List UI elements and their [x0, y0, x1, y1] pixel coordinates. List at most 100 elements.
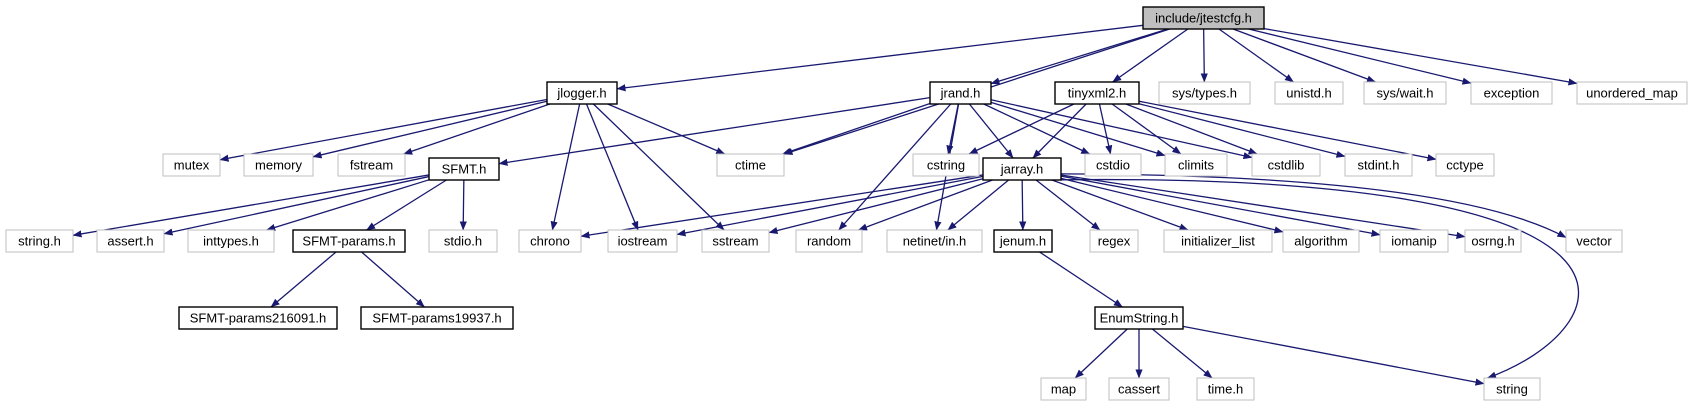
node-box-sfmt19937	[360, 306, 514, 330]
node-label-sfmtparams: SFMT-params.h	[302, 234, 395, 249]
edge-jlogger-to-ctime	[607, 103, 726, 155]
edge-jrand-to-climits	[990, 101, 1166, 157]
edge-tinyxml2-to-cctype	[1138, 100, 1437, 162]
node-box-unistd	[1274, 81, 1344, 105]
node-label-random: random	[807, 234, 851, 249]
node-label-cctype: cctype	[1446, 158, 1484, 173]
node-box-cctype	[1435, 153, 1495, 177]
nodes-layer: include/jtestcfg.h jlogger.h jrand.h tinyxm…	[5, 6, 1688, 401]
node-map: map	[1040, 377, 1087, 401]
edge-jarray-to-vector	[1060, 173, 1567, 239]
edges-layer	[72, 24, 1580, 386]
node-cassert: cassert	[1108, 377, 1170, 401]
node-systypes: sys/types.h	[1158, 81, 1251, 105]
edge-jarray-to-regex	[1035, 179, 1101, 231]
edge-jlogger-to-sstream	[592, 103, 725, 231]
node-box-syswait	[1363, 81, 1447, 105]
node-cctype: cctype	[1435, 153, 1495, 177]
node-label-vector: vector	[1576, 234, 1612, 249]
node-box-tinyxml2	[1054, 81, 1140, 105]
node-box-jtestcfg	[1142, 6, 1265, 30]
node-box-sfmt216091	[178, 306, 338, 330]
node-box-climits	[1164, 153, 1228, 177]
node-sfmt19937[interactable]: SFMT-params19937.h	[360, 306, 514, 330]
node-label-string: string	[1496, 382, 1528, 397]
node-label-timeh: time.h	[1208, 382, 1243, 397]
node-label-iomanip: iomanip	[1391, 234, 1437, 249]
node-timeh: time.h	[1196, 377, 1255, 401]
node-box-sfmt	[428, 157, 500, 181]
node-jlogger[interactable]: jlogger.h	[546, 81, 618, 105]
node-jenum[interactable]: jenum.h	[993, 229, 1053, 253]
node-label-regex: regex	[1098, 234, 1131, 249]
node-box-ctime	[716, 153, 785, 177]
edge-jrand-to-cstdlib	[990, 99, 1253, 160]
edge-jtestcfg-to-unistd	[1218, 28, 1294, 83]
node-label-unistd: unistd.h	[1286, 86, 1332, 101]
node-sfmt216091[interactable]: SFMT-params216091.h	[178, 306, 338, 330]
edge-jtestcfg-to-syswait	[1232, 28, 1376, 83]
edge-tinyxml2-to-jarray	[1032, 103, 1087, 159]
node-syswait: sys/wait.h	[1363, 81, 1447, 105]
node-sfmt[interactable]: SFMT.h	[428, 157, 500, 181]
edge-jlogger-to-fstream	[403, 103, 551, 155]
node-label-memory: memory	[255, 158, 302, 173]
node-tinyxml2[interactable]: tinyxml2.h	[1054, 81, 1140, 105]
node-box-algorithm	[1282, 229, 1360, 253]
edge-jtestcfg-to-tinyxml2	[1112, 28, 1189, 83]
node-label-jenum: jenum.h	[999, 234, 1046, 249]
edge-sfmt-to-stringh	[72, 174, 430, 238]
node-box-enumstring	[1094, 306, 1184, 330]
edge-jenum-to-enumstring	[1039, 251, 1123, 308]
edge-jlogger-to-chrono	[550, 103, 581, 231]
node-box-jrand	[929, 81, 992, 105]
node-box-systypes	[1158, 81, 1251, 105]
node-box-stdioh	[428, 229, 498, 253]
node-box-timeh	[1196, 377, 1255, 401]
node-label-cstdlib: cstdlib	[1268, 158, 1305, 173]
edge-jtestcfg-to-unordered_map	[1263, 27, 1578, 86]
node-enumstring[interactable]: EnumString.h	[1094, 306, 1184, 330]
node-chrono: chrono	[518, 229, 582, 253]
edge-sfmt-to-stdioh	[459, 179, 467, 231]
node-unordered_map: unordered_map	[1576, 81, 1688, 105]
node-algorithm: algorithm	[1282, 229, 1360, 253]
node-label-syswait: sys/wait.h	[1376, 86, 1433, 101]
edge-jtestcfg-to-systypes	[1200, 28, 1208, 83]
edge-jlogger-to-memory	[312, 100, 548, 159]
node-sstream: sstream	[701, 229, 770, 253]
node-cstring: cstring	[912, 153, 980, 177]
node-jrand[interactable]: jrand.h	[929, 81, 992, 105]
node-mutex: mutex	[162, 153, 221, 177]
node-sfmtparams[interactable]: SFMT-params.h	[292, 229, 406, 253]
node-box-string	[1483, 377, 1541, 401]
node-label-cstdio: cstdio	[1096, 158, 1130, 173]
node-box-fstream	[337, 153, 406, 177]
node-label-initlist: initializer_list	[1181, 234, 1255, 249]
node-box-cstdlib	[1251, 153, 1321, 177]
node-label-cassert: cassert	[1118, 382, 1160, 397]
node-exception: exception	[1470, 81, 1553, 105]
node-initlist: initializer_list	[1163, 229, 1273, 253]
edge-tinyxml2-to-cstring	[968, 103, 1075, 155]
node-vector: vector	[1565, 229, 1623, 253]
node-label-fstream: fstream	[350, 158, 393, 173]
node-jtestcfg[interactable]: include/jtestcfg.h	[1142, 6, 1265, 30]
node-label-exception: exception	[1484, 86, 1540, 101]
node-jarray[interactable]: jarray.h	[982, 157, 1062, 181]
node-memory: memory	[243, 153, 314, 177]
edge-jrand-to-cstdio	[983, 103, 1091, 155]
edge-enumstring-to-map	[1074, 328, 1128, 379]
node-box-unordered_map	[1576, 81, 1688, 105]
node-label-sstream: sstream	[712, 234, 758, 249]
node-box-osrng	[1464, 229, 1522, 253]
node-box-iostream	[607, 229, 678, 253]
node-asserth: assert.h	[96, 229, 165, 253]
node-box-sstream	[701, 229, 770, 253]
node-label-chrono: chrono	[530, 234, 570, 249]
node-label-sfmt216091: SFMT-params216091.h	[190, 311, 327, 326]
node-label-stringh: string.h	[18, 234, 61, 249]
node-label-asserth: assert.h	[107, 234, 153, 249]
edge-tinyxml2-to-cstdio	[1098, 103, 1113, 155]
node-box-cstdio	[1084, 153, 1142, 177]
